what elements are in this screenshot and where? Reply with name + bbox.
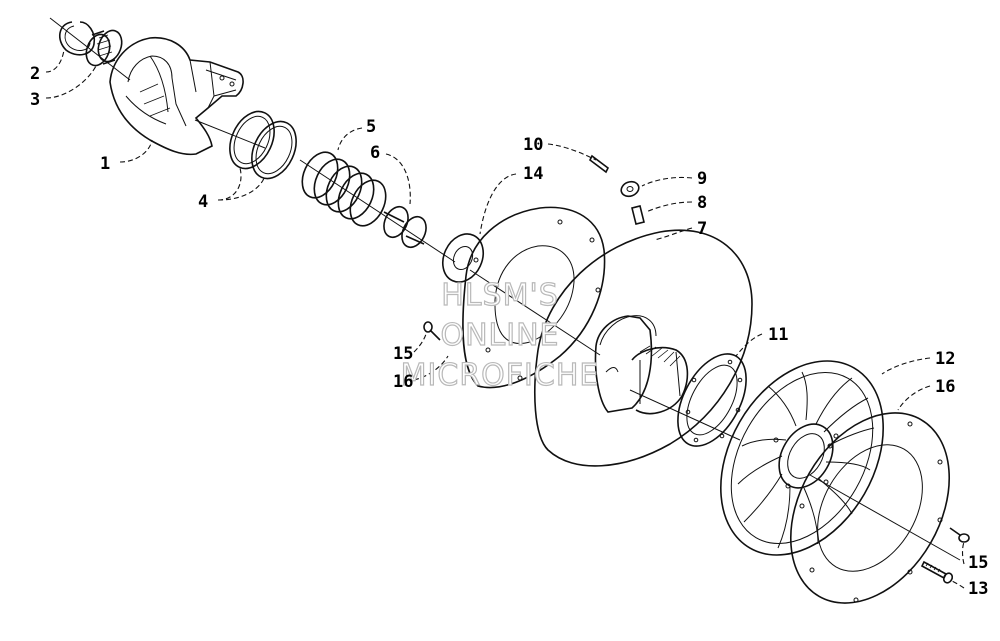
spider-housing-part-1 <box>109 36 244 156</box>
spring-part-5 <box>301 151 387 227</box>
plate-part-16 <box>789 412 951 604</box>
fan-part-12 <box>720 360 884 556</box>
callout-9: 9 <box>697 169 707 189</box>
pin-part-8 <box>631 205 645 225</box>
callout-7: 7 <box>697 219 707 239</box>
callout-16-left: 16 <box>393 372 413 392</box>
screw-part-15-left <box>423 321 441 341</box>
watermark-line-1: HLSM'S <box>441 278 559 313</box>
callout-8: 8 <box>697 193 707 213</box>
washer-part-14 <box>441 233 485 283</box>
rings-part-4 <box>229 110 297 180</box>
callout-10: 10 <box>523 135 543 155</box>
callout-1: 1 <box>100 154 110 174</box>
assembly-axis <box>49 17 961 561</box>
callout-labels: 2 3 1 4 5 6 10 14 9 8 7 11 12 16 15 16 1… <box>30 64 988 599</box>
pin-part-10 <box>588 154 610 174</box>
callout-5: 5 <box>366 117 376 137</box>
callout-3: 3 <box>30 90 40 110</box>
callout-13: 13 <box>968 579 988 599</box>
bolt-part-13 <box>920 560 954 584</box>
watermark-line-3: MICROFICHE <box>401 358 600 393</box>
callout-6: 6 <box>370 143 380 163</box>
callout-2: 2 <box>30 64 40 84</box>
callout-15-right: 15 <box>968 553 988 573</box>
callout-12: 12 <box>935 349 955 369</box>
bushing-part-6 <box>383 205 427 249</box>
ring-part-11 <box>677 353 747 447</box>
watermark-line-2: ONLINE <box>440 318 559 353</box>
callout-11: 11 <box>768 325 788 345</box>
watermark: HLSM'S ONLINE MICROFICHE <box>400 277 600 393</box>
screw-part-15-right <box>949 527 970 543</box>
movable-sheave-part-7 <box>534 229 753 467</box>
callout-16-right: 16 <box>935 377 955 397</box>
callout-14: 14 <box>523 164 543 184</box>
roller-part-9 <box>620 180 640 198</box>
fixed-sheave-plate <box>462 206 606 389</box>
leader-lines <box>45 49 965 589</box>
callout-4: 4 <box>198 192 208 212</box>
bushing-part-3 <box>85 29 123 67</box>
callout-15-left: 15 <box>393 344 413 364</box>
